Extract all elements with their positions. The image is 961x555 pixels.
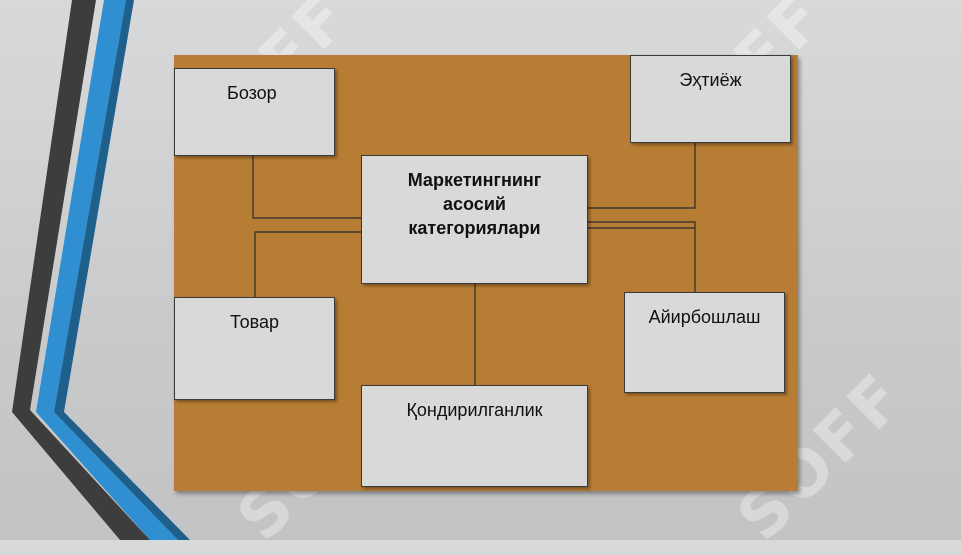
- node-ayirboshlash-label: Айирбошлаш: [648, 307, 761, 327]
- node-qondirilganlik: Қондирилганлик: [361, 385, 588, 487]
- connector-ayirboshlash: [587, 221, 696, 292]
- node-tovar: Товар: [174, 297, 335, 400]
- node-bozor-label: Бозор: [227, 83, 277, 103]
- connector-bozor: [252, 155, 362, 219]
- node-center: Маркетингнинг асосий категориялари: [361, 155, 588, 284]
- node-ehtiyoj: Эҳтиёж: [630, 55, 791, 143]
- node-ayirboshlash: Айирбошлаш: [624, 292, 785, 393]
- connector-tovar: [254, 231, 362, 297]
- node-qondirilganlik-label: Қондирилганлик: [406, 400, 543, 420]
- node-ehtiyoj-label: Эҳтиёж: [679, 70, 742, 90]
- connector-ehtiyoj: [587, 142, 696, 209]
- node-center-label: Маркетингнинг асосий категориялари: [407, 170, 542, 238]
- node-bozor: Бозор: [174, 68, 335, 156]
- diagram-connectors: [252, 142, 696, 386]
- node-tovar-label: Товар: [230, 312, 279, 332]
- left-stripe-decoration: [12, 0, 190, 540]
